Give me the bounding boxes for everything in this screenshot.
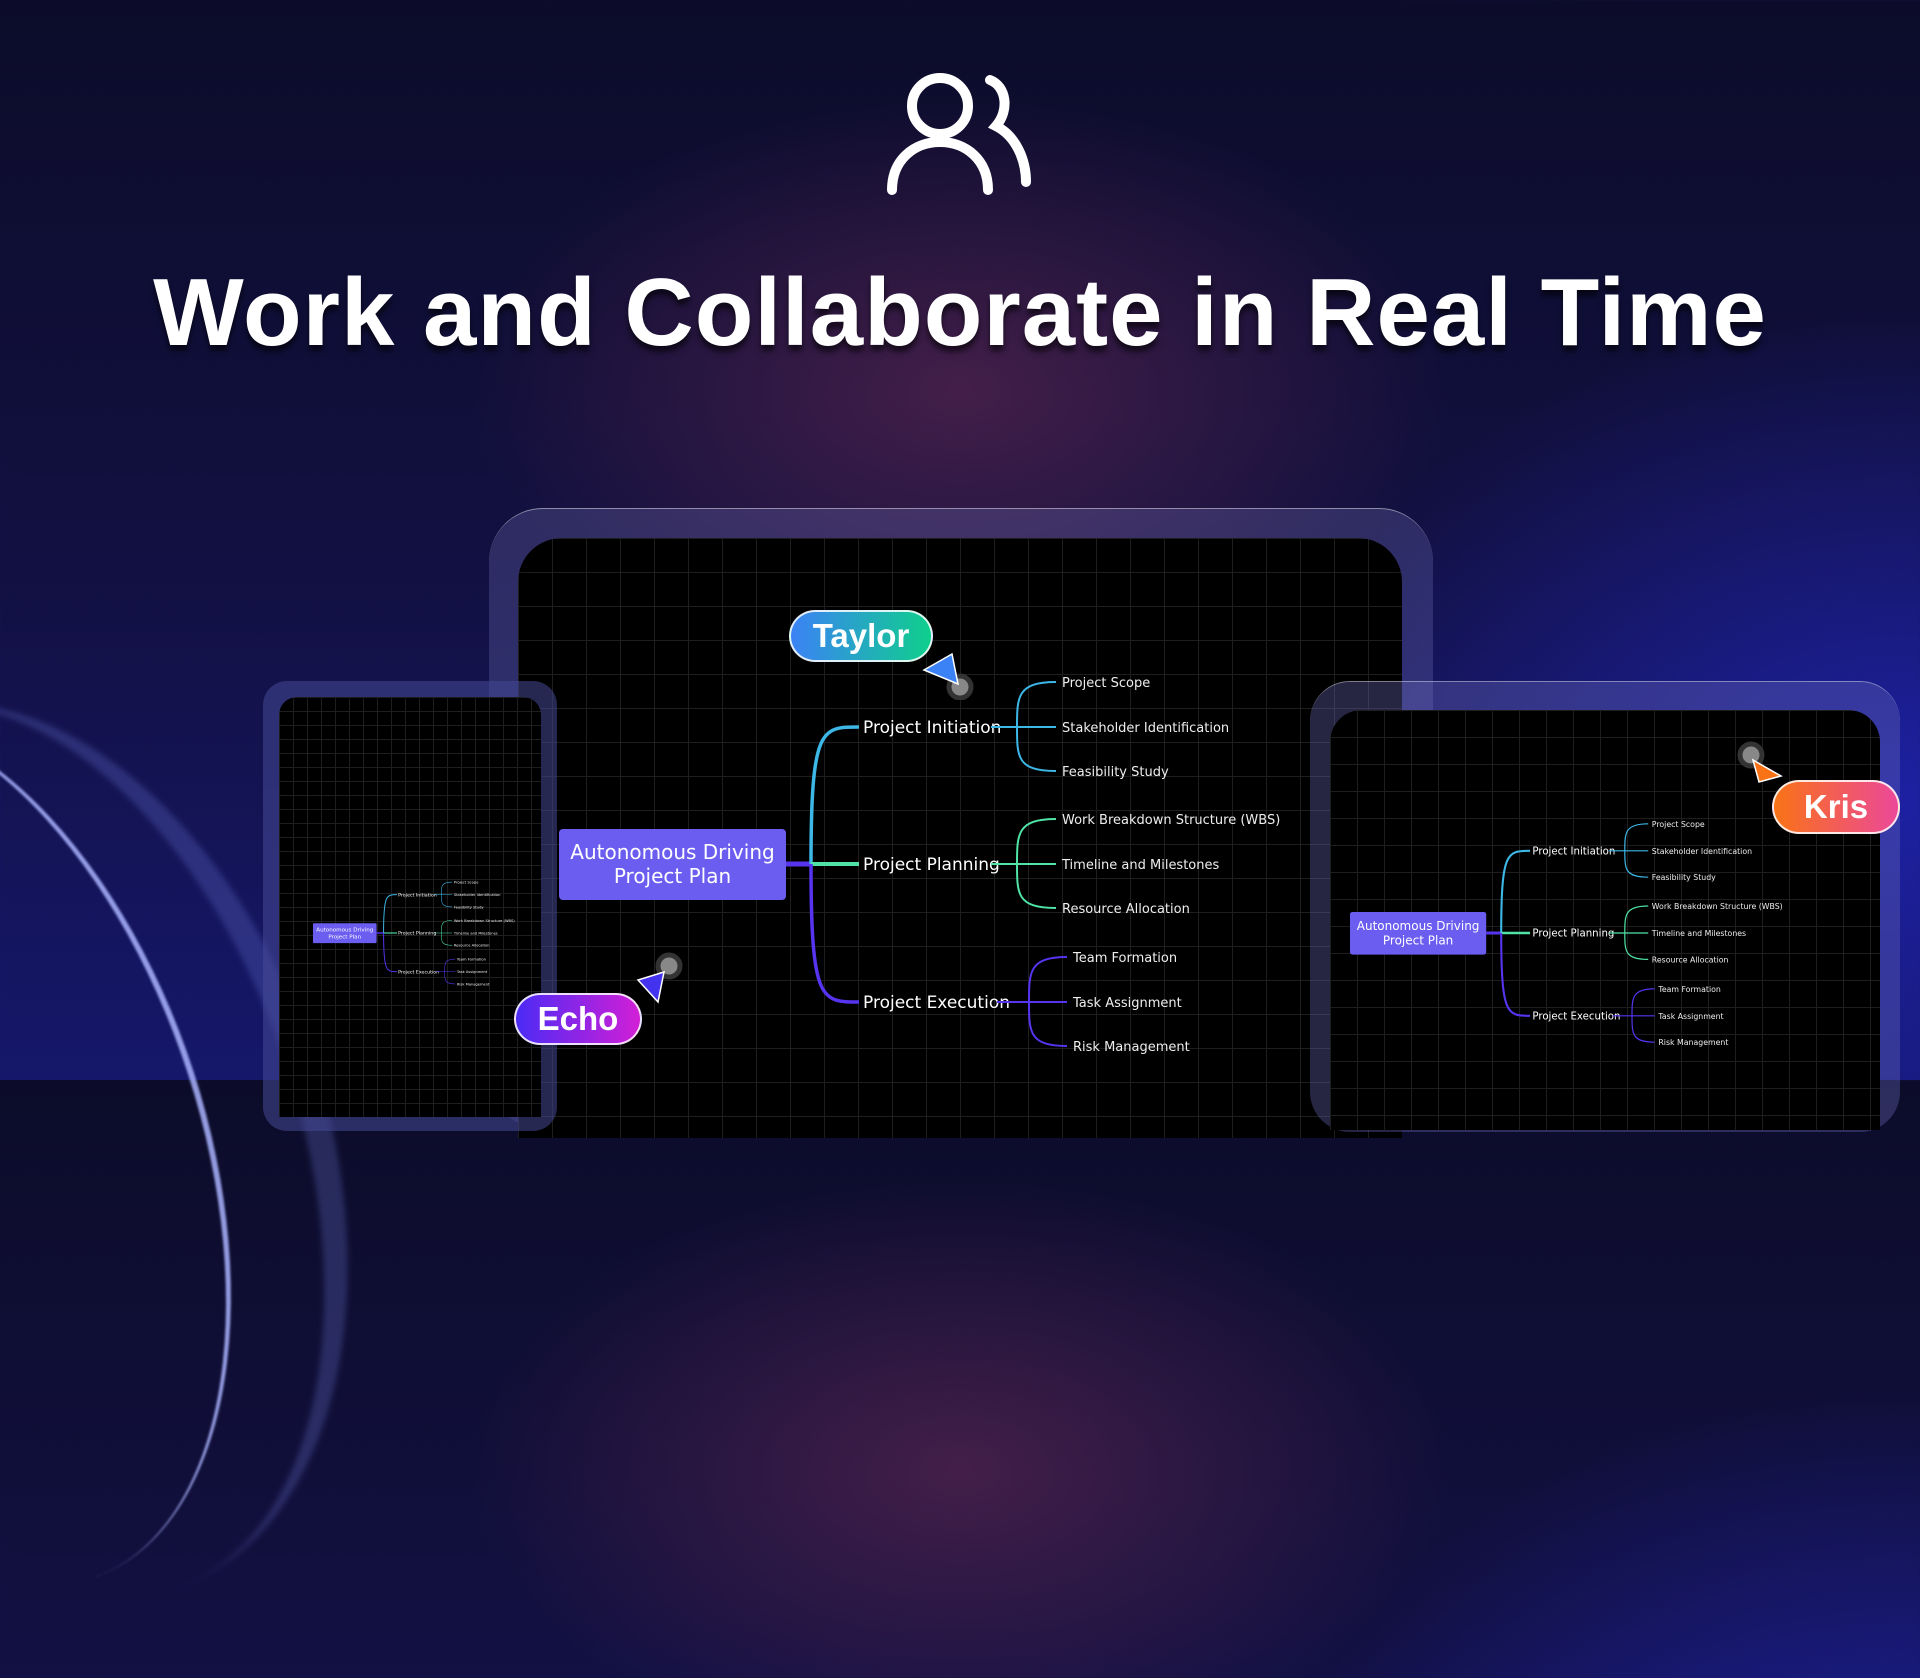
branch-label[interactable]: Project Initiation bbox=[863, 718, 1001, 738]
leaf-bracket bbox=[440, 881, 453, 908]
leaf-label[interactable]: Team Formation bbox=[456, 957, 486, 961]
cursor-taylor-icon bbox=[922, 652, 974, 700]
branch-line bbox=[809, 863, 860, 1004]
leaf-label[interactable]: Timeline and Milestones bbox=[1061, 858, 1219, 873]
cursor-echo-icon bbox=[636, 952, 683, 1004]
leaf-bracket bbox=[1624, 905, 1649, 960]
collaborator-tag-kris: Kris bbox=[1772, 780, 1900, 834]
branch-line bbox=[383, 894, 397, 934]
leaf-label[interactable]: Risk Management bbox=[457, 982, 490, 986]
central-node-label: Autonomous Driving bbox=[1357, 919, 1480, 933]
central-node[interactable] bbox=[1350, 912, 1487, 955]
leaf-label[interactable]: Team Formation bbox=[1657, 985, 1720, 994]
branch-line bbox=[809, 725, 860, 865]
leaf-label[interactable]: Task Assignment bbox=[456, 970, 488, 974]
leaf-label[interactable]: Work Breakdown Structure (WBS) bbox=[1652, 902, 1783, 911]
leaf-label[interactable]: Project Scope bbox=[454, 880, 479, 884]
leaf-label[interactable]: Work Breakdown Structure (WBS) bbox=[1062, 813, 1280, 828]
leaf-label[interactable]: Resource Allocation bbox=[1062, 902, 1190, 917]
page-title: Work and Collaborate in Real Time bbox=[153, 259, 1767, 366]
leaf-label[interactable]: Stakeholder Identification bbox=[1062, 721, 1229, 736]
branch-label[interactable]: Project Planning bbox=[398, 931, 436, 937]
branch-label[interactable]: Project Execution bbox=[1532, 1011, 1620, 1022]
branch-label[interactable]: Project Execution bbox=[863, 993, 1010, 1013]
leaf-bracket bbox=[444, 958, 456, 985]
collaborator-tag-taylor: Taylor bbox=[789, 610, 933, 662]
central-node[interactable] bbox=[559, 829, 786, 900]
branch-label[interactable]: Project Planning bbox=[1532, 929, 1614, 940]
leaf-label[interactable]: Project Scope bbox=[1652, 820, 1705, 829]
mind-map-left: Project Initiation Project ScopeStakehold… bbox=[313, 880, 515, 986]
leaf-label[interactable]: Resource Allocation bbox=[1652, 955, 1729, 964]
collaborator-tag-echo: Echo bbox=[514, 993, 642, 1045]
leaf-bracket bbox=[1015, 818, 1057, 909]
leaf-label[interactable]: Work Breakdown Structure (WBS) bbox=[454, 919, 515, 923]
central-node-label: Project Plan bbox=[328, 934, 361, 940]
central-node-label: Project Plan bbox=[1383, 933, 1453, 947]
mind-map-right: Project Initiation Project ScopeStakehold… bbox=[1350, 820, 1783, 1047]
leaf-label[interactable]: Task Assignment bbox=[1657, 1012, 1723, 1021]
central-node-label: Autonomous Driving bbox=[316, 928, 373, 934]
leaf-label[interactable]: Timeline and Milestones bbox=[1651, 929, 1746, 938]
leaf-bracket bbox=[440, 920, 453, 946]
leaf-label[interactable]: Task Assignment bbox=[1072, 996, 1182, 1011]
leaf-bracket bbox=[1631, 988, 1655, 1043]
leaf-label[interactable]: Stakeholder Identification bbox=[1652, 847, 1752, 856]
branch-line bbox=[1500, 849, 1531, 934]
leaf-bracket bbox=[1624, 823, 1649, 878]
leaf-label[interactable]: Resource Allocation bbox=[454, 944, 490, 948]
leaf-bracket bbox=[1015, 681, 1057, 772]
cursor-kris-icon bbox=[1737, 741, 1783, 783]
leaf-label[interactable]: Feasibility Study bbox=[454, 905, 485, 909]
users-icon bbox=[887, 73, 1031, 195]
mind-map-main: Project Initiation Project ScopeStakehold… bbox=[559, 676, 1280, 1055]
branch-label[interactable]: Project Initiation bbox=[398, 892, 437, 898]
branch-label[interactable]: Project Execution bbox=[398, 969, 439, 975]
leaf-label[interactable]: Risk Management bbox=[1073, 1040, 1190, 1055]
leaf-label[interactable]: Risk Management bbox=[1658, 1038, 1728, 1047]
central-node[interactable] bbox=[313, 923, 377, 944]
leaf-label[interactable]: Feasibility Study bbox=[1652, 873, 1716, 882]
central-node-label: Project Plan bbox=[614, 864, 731, 888]
branch-label[interactable]: Project Initiation bbox=[1532, 846, 1615, 857]
leaf-bracket bbox=[1028, 956, 1068, 1047]
leaf-label[interactable]: Timeline and Milestones bbox=[453, 931, 498, 935]
central-node-label: Autonomous Driving bbox=[570, 840, 774, 864]
leaf-label[interactable]: Feasibility Study bbox=[1062, 765, 1169, 780]
leaf-label[interactable]: Team Formation bbox=[1072, 951, 1177, 966]
leaf-label[interactable]: Stakeholder Identification bbox=[454, 893, 501, 897]
branch-line bbox=[383, 932, 397, 973]
branch-label[interactable]: Project Planning bbox=[863, 855, 1000, 875]
branch-line bbox=[1500, 932, 1531, 1017]
leaf-label[interactable]: Project Scope bbox=[1062, 676, 1150, 691]
